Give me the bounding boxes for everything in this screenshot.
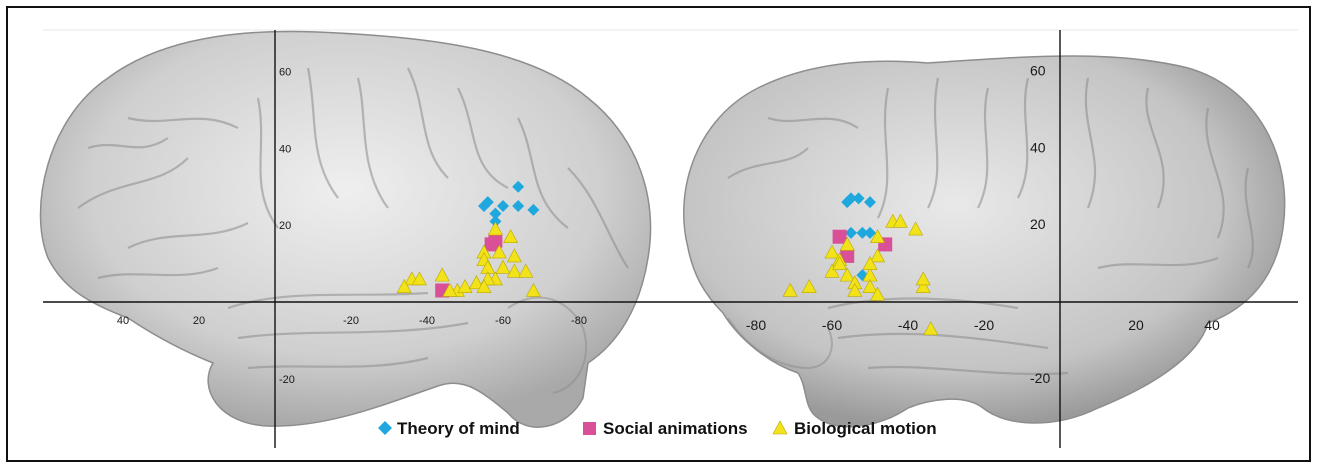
figure-frame: 40 20 -20 -40 -60 -80 60 40 20 -20 -80 -60 -40 -20 20 4… [6,6,1311,462]
legend-label-biological-motion: Biological motion [794,419,937,438]
y-tick-label: -20 [279,374,295,386]
x-tick-label: -80 [571,315,587,327]
y-tick-label: -20 [1030,370,1050,386]
y-tick-label: 20 [279,220,291,232]
x-tick-label: -40 [419,315,435,327]
x-tick-label: 40 [117,315,129,327]
x-tick-label: -20 [974,317,994,333]
legend: Theory of mind Social animations Biologi… [378,419,937,438]
x-tick-label: -60 [822,317,842,333]
x-tick-label: -80 [746,317,766,333]
x-tick-label: -40 [898,317,918,333]
x-tick-label: 20 [193,315,205,327]
triangle-marker-icon [773,421,787,434]
brain-figure: 40 20 -20 -40 -60 -80 60 40 20 -20 -80 -60 -40 -20 20 4… [8,8,1313,464]
social-animations-point [488,234,502,248]
legend-item-social-animations: Social animations [583,419,748,438]
x-tick-label: -20 [343,315,359,327]
legend-label-social-animations: Social animations [603,419,748,438]
y-tick-label: 60 [1030,63,1046,79]
social-animations-point [833,230,847,244]
legend-label-theory-of-mind: Theory of mind [397,419,520,438]
legend-item-biological-motion: Biological motion [773,419,937,438]
x-tick-label: -60 [495,315,511,327]
right-hemisphere-brain [684,56,1285,427]
y-tick-label: 60 [279,67,291,79]
y-tick-label: 40 [1030,139,1046,155]
diamond-marker-icon [378,421,392,435]
y-tick-label: 20 [1030,216,1046,232]
legend-item-theory-of-mind: Theory of mind [378,419,520,438]
left-hemisphere-brain [41,31,651,427]
x-tick-label: 40 [1204,317,1220,333]
y-tick-label: 40 [279,143,291,155]
square-marker-icon [583,422,596,435]
x-tick-label: 20 [1128,317,1144,333]
